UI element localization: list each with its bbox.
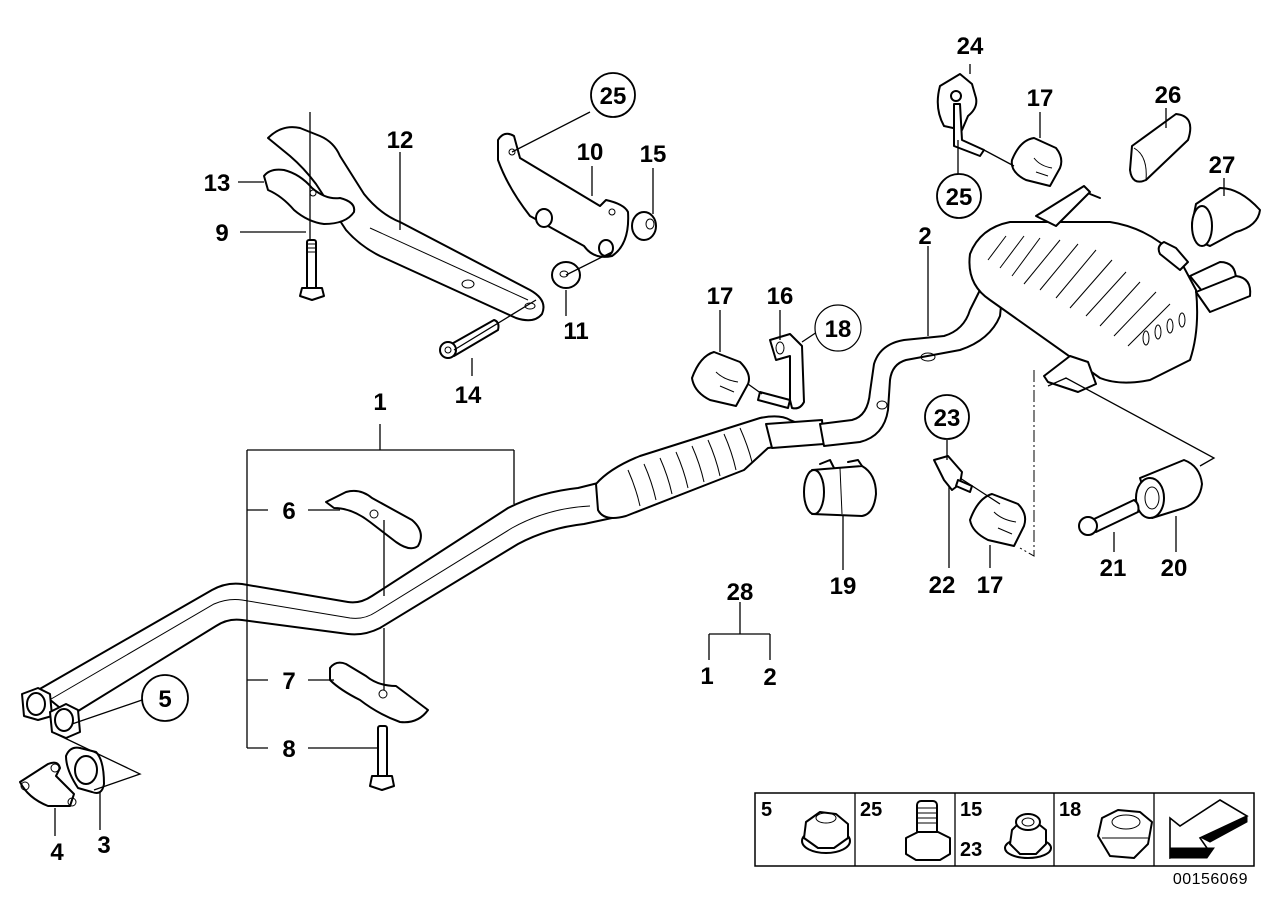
legend-label-18: 18 bbox=[1059, 799, 1081, 821]
callout-25-right[interactable]: 25 bbox=[936, 173, 982, 219]
bracket-10[interactable] bbox=[497, 132, 630, 258]
hex-bolt-icon bbox=[905, 800, 951, 861]
label-10: 10 bbox=[577, 139, 604, 166]
legend-label-5: 5 bbox=[761, 799, 772, 821]
label-1: 1 bbox=[373, 389, 386, 416]
label-27: 27 bbox=[1209, 152, 1236, 179]
label-20: 20 bbox=[1161, 555, 1188, 582]
label-23: 23 bbox=[934, 405, 961, 432]
label-6: 6 bbox=[282, 498, 295, 525]
label-14: 14 bbox=[455, 382, 482, 409]
tailpipe-trim-26[interactable] bbox=[1129, 113, 1192, 183]
label-11: 11 bbox=[563, 318, 588, 345]
label-1: 1 bbox=[700, 663, 713, 690]
flange-plate-4[interactable] bbox=[19, 761, 77, 807]
front-pipe[interactable] bbox=[21, 481, 613, 739]
label-17: 17 bbox=[1027, 85, 1054, 112]
legend-cell-25: 25 bbox=[860, 799, 951, 861]
label-25: 25 bbox=[946, 184, 973, 211]
bolt-8[interactable] bbox=[369, 725, 395, 791]
label-3: 3 bbox=[97, 832, 110, 859]
bracket-22[interactable] bbox=[933, 455, 973, 493]
flange-nut-icon bbox=[801, 811, 851, 854]
label-7: 7 bbox=[282, 668, 295, 695]
label-2: 2 bbox=[918, 223, 931, 250]
legend-label-25: 25 bbox=[860, 799, 882, 821]
label-24: 24 bbox=[957, 33, 984, 60]
reference-number: 00156069 bbox=[1173, 871, 1248, 888]
rubber-mount-17-b[interactable] bbox=[1010, 137, 1063, 187]
bolt-9[interactable] bbox=[299, 239, 325, 301]
nut-15[interactable] bbox=[631, 211, 657, 241]
label-17: 17 bbox=[977, 572, 1004, 599]
bolt-21[interactable] bbox=[1078, 499, 1140, 536]
bushing-20[interactable] bbox=[1135, 459, 1203, 519]
label-2: 2 bbox=[763, 664, 776, 691]
callout-23[interactable]: 23 bbox=[924, 394, 970, 440]
label-21: 21 bbox=[1100, 555, 1127, 582]
label-22: 22 bbox=[929, 572, 956, 599]
hanger-24[interactable] bbox=[936, 73, 985, 157]
label-15: 15 bbox=[640, 141, 667, 168]
part-labels: 1 2 3 4 6 7 8 9 10 11 12 13 14 15 16 17 … bbox=[50, 33, 1235, 866]
clamp-7[interactable] bbox=[329, 661, 429, 724]
bracket-16[interactable] bbox=[757, 333, 805, 410]
label-18: 18 bbox=[825, 316, 852, 343]
catalytic-converter[interactable] bbox=[595, 415, 825, 519]
label-12: 12 bbox=[387, 127, 414, 154]
pipe-clamp-19[interactable] bbox=[803, 459, 877, 517]
rear-muffler[interactable] bbox=[968, 185, 1252, 393]
label-28: 28 bbox=[727, 579, 754, 606]
clamp-6[interactable] bbox=[325, 489, 422, 550]
rubber-mount-17-c[interactable] bbox=[969, 493, 1027, 547]
legend-cell-arrow bbox=[1169, 799, 1249, 860]
callout-25-top[interactable]: 25 bbox=[590, 72, 636, 118]
callout-18[interactable]: 18 bbox=[814, 304, 862, 352]
hardware-legend: 5 25 15 23 18 bbox=[754, 792, 1255, 867]
legend-cell-18: 18 bbox=[1059, 799, 1153, 859]
rubber-mount-17-a[interactable] bbox=[691, 351, 750, 407]
label-25: 25 bbox=[600, 83, 627, 110]
legend-label-15: 15 bbox=[960, 799, 982, 821]
hanger-bracket-12[interactable] bbox=[267, 126, 545, 322]
label-5: 5 bbox=[158, 686, 171, 713]
label-26: 26 bbox=[1155, 82, 1182, 109]
legend-cell-5: 5 bbox=[761, 799, 851, 854]
hex-nut-icon bbox=[1097, 809, 1153, 859]
gasket-3[interactable] bbox=[65, 746, 105, 794]
label-16: 16 bbox=[767, 283, 794, 310]
label-8: 8 bbox=[282, 736, 295, 763]
label-9: 9 bbox=[215, 220, 228, 247]
collar-nut-icon bbox=[1004, 813, 1052, 859]
label-17: 17 bbox=[707, 283, 734, 310]
tailpipe-trim-27[interactable] bbox=[1191, 187, 1261, 247]
leader-lines bbox=[51, 64, 1225, 836]
callout-5[interactable]: 5 bbox=[141, 674, 189, 722]
bolt-14[interactable] bbox=[439, 319, 500, 359]
legend-cell-15-23: 15 23 bbox=[960, 799, 1052, 861]
direction-arrow-icon bbox=[1169, 799, 1249, 860]
legend-label-23: 23 bbox=[960, 839, 982, 861]
label-13: 13 bbox=[204, 170, 231, 197]
label-19: 19 bbox=[830, 573, 857, 600]
label-4: 4 bbox=[50, 839, 64, 866]
